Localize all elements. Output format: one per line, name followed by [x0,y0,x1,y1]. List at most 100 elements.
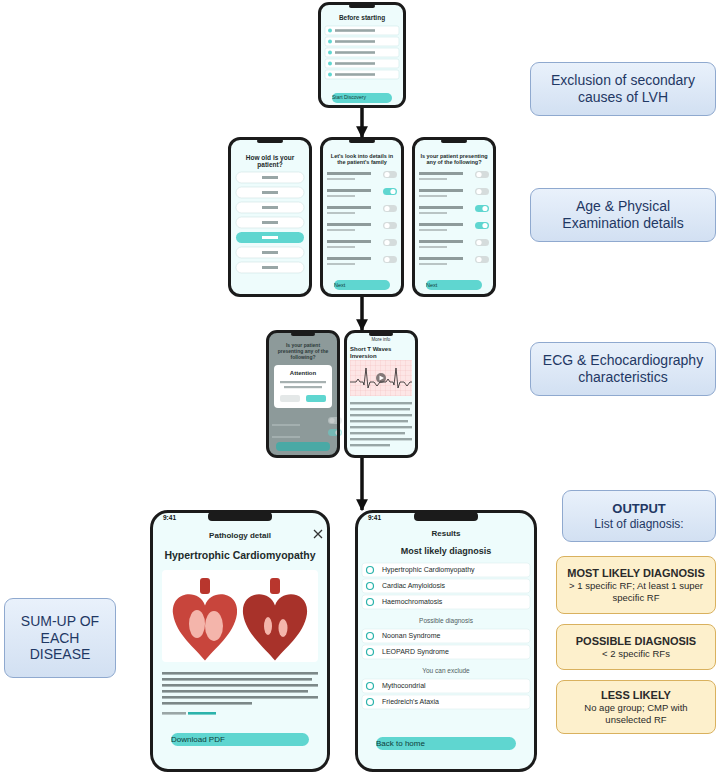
toggle-row [327,222,397,231]
toggle-row [327,171,397,180]
status-clock: 9:41 [163,514,176,521]
result-row [362,563,530,577]
phone-screen-bg [345,331,417,457]
list-row [325,26,399,35]
phone-screen-bg [321,138,403,296]
text-bar [162,696,318,699]
diagnosis-rule: < 2 specific RFs [602,648,670,659]
text-bar [280,381,326,383]
result-item: Noonan Syndrome [382,632,528,640]
age-option [236,202,304,213]
close-icon [314,530,322,538]
step-label: Exclusion of secondary causes of LVH [539,72,707,106]
screen-title: Pathology detail [161,531,319,540]
text-bar [162,684,318,687]
result-item: Friedreich's Ataxia [382,698,528,706]
alert-dialog [274,365,332,408]
dialog-title: Attention [274,370,332,377]
text-bar [350,408,410,410]
toggle-row [327,256,397,265]
phone-screen-dimmed [267,331,339,457]
play-button [376,373,386,383]
phone-screen: Before startingStart Discovery [318,2,406,108]
text-bar [162,712,186,715]
illustration-panel [162,570,318,662]
toggle-row [419,239,489,248]
age-option [236,247,304,258]
output-label: List of diagnosis: [594,517,683,531]
phone-screen-bg [229,138,311,296]
step-box: Exclusion of secondary causes of LVH [530,62,716,116]
screen-title: Is your patient presenting any of the fo… [273,343,333,360]
result-item: Hypertrophic Cardiomyopathy [382,566,528,574]
dialog-button [280,395,300,402]
diagnosis-rule: No age group; CMP with unselected RF [565,702,707,725]
step-label: ECG & Echocardiography characteristics [539,352,707,386]
phone-screen: ResultsMost likely diagnosisHypertrophic… [355,510,537,772]
text-bar [350,444,390,446]
text-bar [350,414,412,416]
dialog-button [306,395,326,402]
ecg-grid [350,360,412,396]
screen-title: Is your patient presenting any of the fo… [419,153,489,166]
result-row [362,695,530,709]
step-label: Age & Physical Examination details [539,198,707,232]
phone-notch [208,512,272,521]
toggle-row-on [327,188,397,197]
result-row [362,579,530,593]
text-bar [162,678,312,681]
phone-screen: Pathology detailHypertrophic Cardiomyopa… [150,510,330,772]
flow-arrow [360,108,364,137]
phone-screen-bg [319,3,405,107]
app-button-dimmed [276,442,330,451]
status-clock: 9:41 [368,514,381,521]
app-button: Back to home [376,737,516,750]
section-heading: You can exclude [366,667,526,674]
list-row [325,37,399,46]
phone-screen-bg [356,511,536,771]
text-bar [350,438,412,440]
result-row [362,645,530,659]
heart-chamber [279,619,288,637]
flow-arrow [360,458,364,510]
text-bar [162,672,318,675]
phone-screen: Is your patient presenting any of the fo… [412,137,496,297]
phone-screen: More infoShort T Waves Inversion [344,330,418,458]
diagnosis-box: MOST LIKELY DIAGNOSIS> 1 specific RF; At… [556,556,716,614]
toggle-row [419,171,489,180]
screen-title: Short T Waves Inversion [350,346,414,360]
step-box: ECG & Echocardiography characteristics [530,342,716,396]
app-button: Next [426,280,482,290]
diagnosis-box: POSSIBLE DIAGNOSIS< 2 specific RFs [556,624,716,670]
diagnosis-heading: LESS LIKELY [601,689,671,702]
text-bar [350,402,412,404]
result-item: Cardiac Amyloidosis [382,582,528,590]
toggle-row-on [272,429,342,438]
screen-header: More info [350,337,412,342]
play-icon [380,376,385,381]
diagnosis-rule: > 1 specific RF; At least 1 super specif… [565,580,707,603]
diagnosis-heading: POSSIBLE DIAGNOSIS [576,635,696,648]
toggle-row [327,239,397,248]
output-box: OUTPUTList of diagnosis: [562,490,716,542]
age-option [236,172,304,183]
ecg-trace [350,368,412,388]
result-item: LEOPARD Syndrome [382,648,528,656]
screen-title: Before starting [325,14,399,21]
text-bar [284,386,322,388]
toggle-row [419,188,489,197]
phone-notch [414,512,478,521]
summary-label: SUM-UP OF EACH DISEASE [13,613,107,663]
toggle-row-on [419,205,489,214]
toggle-row-on [419,222,489,231]
text-bar [162,702,252,705]
age-option [236,262,304,273]
result-item: Mythocondrial [382,682,528,690]
disease-title: Hypertrophic Cardiomyopathy [161,549,319,561]
result-item: Haemochromatosis [382,598,528,606]
phone-screen: How old is your patient? [228,137,312,297]
output-heading: OUTPUT [612,501,665,517]
link-bar [188,712,216,715]
app-button: Next [334,280,390,290]
phone-screen-bg [151,511,329,771]
